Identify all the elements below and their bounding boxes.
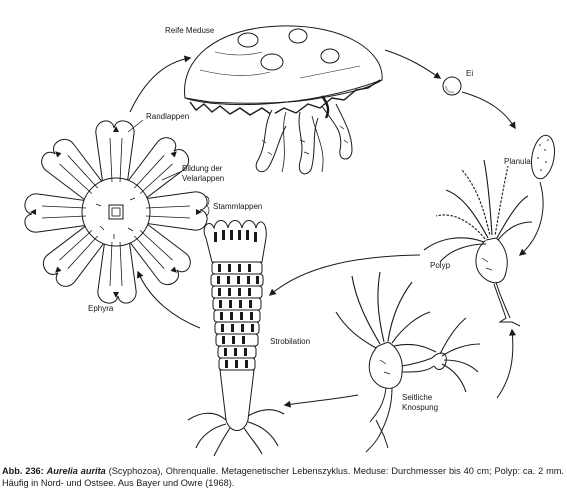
medusa-illustration [184, 25, 383, 175]
caption-text: (Scyphozoa), Ohrenqualle. Metagenetische… [2, 466, 564, 488]
cycle-arrows [129, 49, 544, 408]
label-bildung-der: Bildung der [182, 164, 223, 173]
arrow-strobila-to-ephyra [136, 270, 201, 329]
label-planula: Planula [504, 157, 531, 166]
budding-polyp-illustration [335, 271, 481, 453]
polyp-illustration [423, 159, 533, 327]
arrow-budding-to-strobila [283, 394, 359, 408]
arrow-planula-to-polyp [518, 181, 544, 256]
planula-illustration [531, 134, 555, 180]
egg-illustration [442, 76, 462, 96]
label-stammlappen: Stammlappen [213, 202, 262, 211]
arrow-medusa-to-egg [384, 49, 442, 79]
life-cycle-diagram: Reife Meduse Ei Planula Polyp Seitliche … [24, 25, 555, 457]
diagram-labels: Reife Meduse Ei Planula Polyp Seitliche … [88, 26, 531, 412]
label-ei: Ei [466, 69, 473, 78]
figure-caption: Abb. 236: Aurelia aurita (Scyphozoa), Oh… [2, 466, 564, 489]
label-knospung: Knospung [402, 403, 438, 412]
strobila-illustration [187, 220, 285, 457]
pointer-lines [127, 80, 445, 217]
label-reife-meduse: Reife Meduse [165, 26, 215, 35]
label-strobilation: Strobilation [270, 337, 310, 346]
arrow-ephyra-to-medusa [129, 55, 192, 113]
caption-lead: Abb. 236: [2, 466, 44, 476]
label-ephyra: Ephyra [88, 304, 114, 313]
ephyra-illustration [24, 120, 208, 304]
label-randlappen: Randlappen [146, 112, 189, 121]
caption-species: Aurelia aurita [46, 466, 106, 476]
label-velarlappen: Velarlappen [182, 174, 224, 183]
arrow-egg-to-planula [461, 91, 516, 130]
arrow-polyp-to-strobila [268, 254, 421, 296]
arrow-budding-to-polyp [496, 328, 517, 399]
label-seitliche: Seitliche [402, 393, 433, 402]
label-polyp: Polyp [430, 261, 451, 270]
